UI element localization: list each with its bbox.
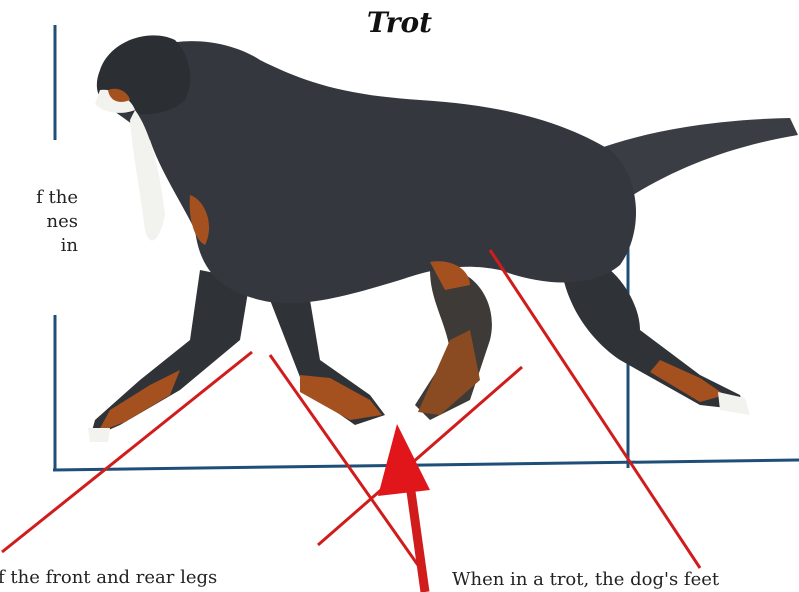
front-leg-angle-line [2, 352, 252, 552]
bottom-left-caption: f the front and rear legs [0, 566, 217, 590]
bottom-right-caption: When in a trot, the dog's feet [452, 568, 719, 592]
arrow-head [378, 424, 430, 496]
dog-illustration [88, 35, 798, 442]
red-arrow [378, 424, 430, 592]
ground-line [53, 460, 799, 470]
